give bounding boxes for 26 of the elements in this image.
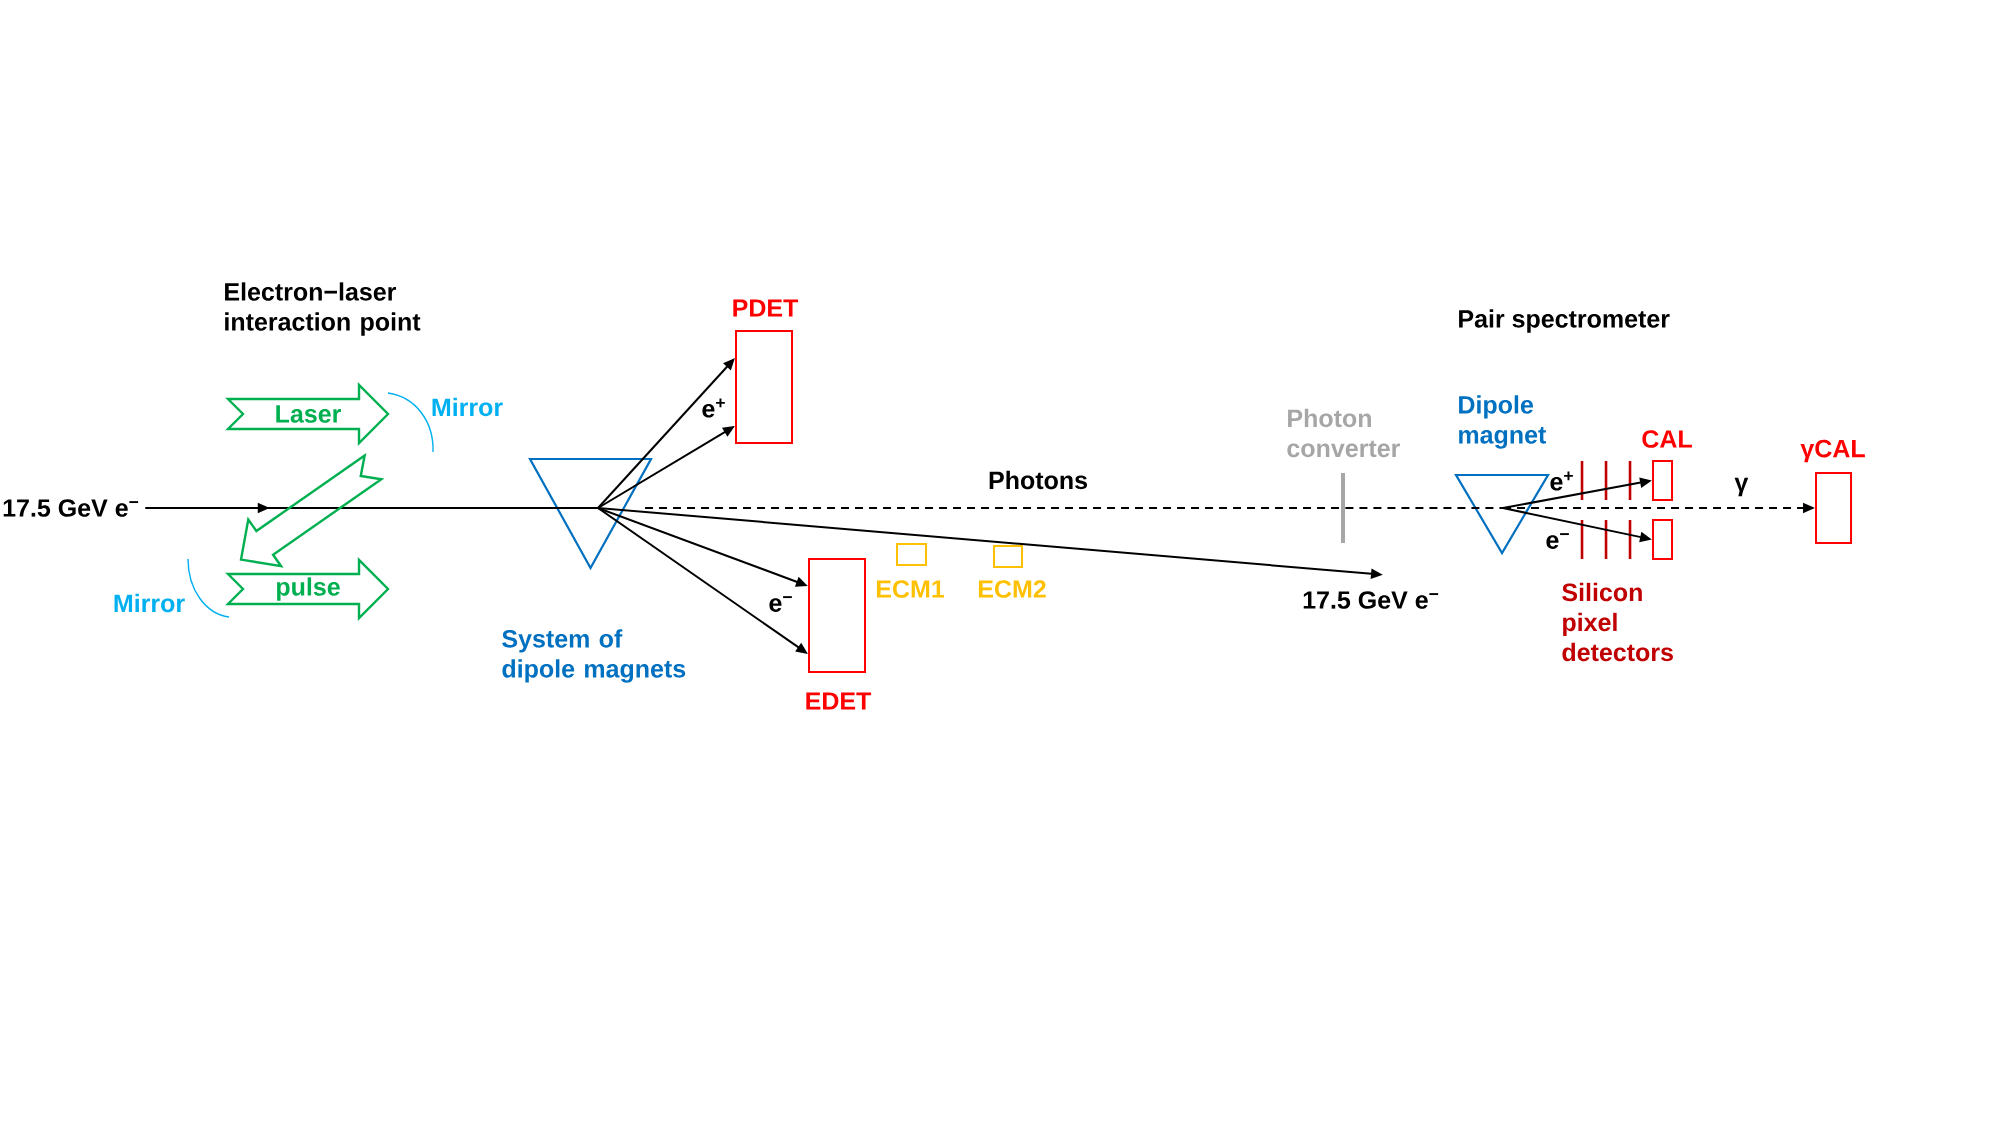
particle-label: e$^{+}$ xyxy=(702,398,725,418)
detector-label: EDET xyxy=(806,692,872,710)
calorimeter-box xyxy=(1652,519,1673,560)
particle-label: e$^{−}$ xyxy=(769,596,792,612)
magnet-label: System of dipole magnets xyxy=(502,629,686,683)
calorimeter-label: γCAL xyxy=(1800,439,1865,463)
section-heading: Pair spectrometer xyxy=(1459,309,1670,333)
monitor-label: ECM2 xyxy=(978,580,1046,598)
converter-label: Photon converter xyxy=(1287,408,1400,458)
detector-label: PDET xyxy=(733,299,799,317)
edge-label: γ xyxy=(1732,475,1751,499)
calorimeter-label: CAL xyxy=(1642,430,1692,448)
monitor-label: ECM1 xyxy=(876,580,945,598)
detector-label: Silicon pixel detectors xyxy=(1562,582,1673,662)
particle-label: e$^{+}$ xyxy=(1550,471,1573,491)
arrow xyxy=(597,358,735,509)
beam-label: 17.5 GeV e$^{−}$ xyxy=(1303,591,1439,609)
magnet-label: Dipole magnet xyxy=(1459,395,1547,449)
mirror-label: Mirror xyxy=(432,397,503,417)
beam-label: 17.5 GeV e$^{−}$ xyxy=(3,499,139,517)
particle-label: e$^{−}$ xyxy=(1546,533,1569,549)
section-heading: Electron−laser interaction point xyxy=(225,282,421,336)
mirror-label: Mirror xyxy=(114,593,185,613)
photon-beam-line xyxy=(1344,507,1504,509)
edge-label: Photons xyxy=(986,468,1091,492)
photon-beam-line xyxy=(644,507,1342,509)
